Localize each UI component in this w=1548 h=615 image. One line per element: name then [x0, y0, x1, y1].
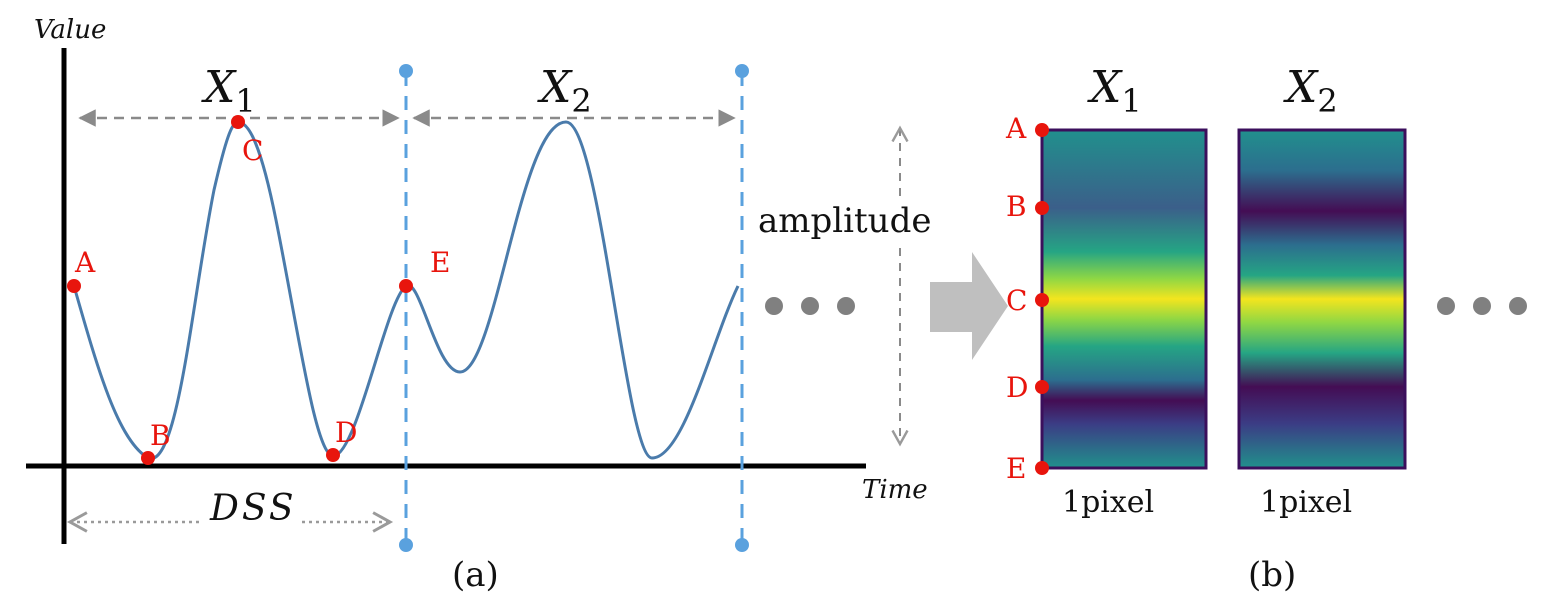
- point-d: [326, 448, 340, 462]
- row-marker-d: [1035, 380, 1049, 394]
- column-x1-image: [1040, 128, 1208, 470]
- panel-a: Value Time X1 X2 A B C D E DSS: [26, 15, 952, 595]
- point-d-label: D: [335, 416, 357, 449]
- row-label-b: B: [1006, 190, 1027, 223]
- x-axis-label: Time: [862, 475, 928, 505]
- point-b: [141, 451, 155, 465]
- row-marker-c: [1035, 293, 1049, 307]
- point-c-label: C: [242, 134, 263, 167]
- row-marker-b: [1035, 201, 1049, 215]
- column-x2-label: X2: [1283, 62, 1338, 120]
- panel-b: X1 X2 A B C D E 1pixel 1pixel (b): [1005, 62, 1527, 595]
- point-a: [67, 279, 81, 293]
- boundary-1-bottom-dot: [399, 538, 413, 552]
- row-label-a: A: [1005, 112, 1027, 145]
- boundary-2-top-dot: [735, 64, 749, 78]
- row-marker-e: [1035, 461, 1049, 475]
- boundary-2-bottom-dot: [735, 538, 749, 552]
- ellipsis-icon: [1437, 297, 1527, 315]
- segment-x1-label: X1: [201, 62, 256, 120]
- row-label-d: D: [1006, 371, 1028, 404]
- segment-x2-label: X2: [537, 62, 592, 120]
- dss-label: DSS: [209, 488, 297, 529]
- point-c: [231, 115, 245, 129]
- right-arrow-icon: [930, 252, 1008, 360]
- point-b-label: B: [150, 419, 171, 452]
- column-x2-image: [1237, 128, 1407, 470]
- amplitude-label-backdrop: [756, 198, 952, 244]
- row-marker-a: [1035, 123, 1049, 137]
- point-e-label: E: [430, 246, 450, 279]
- column-x1-width-label: 1pixel: [1062, 485, 1154, 520]
- panel-a-caption: (a): [452, 555, 499, 595]
- column-x1-label: X1: [1087, 62, 1142, 120]
- row-label-e: E: [1006, 452, 1026, 485]
- ellipsis-icon: [765, 297, 855, 315]
- row-label-c: C: [1006, 284, 1027, 317]
- y-axis-label: Value: [34, 15, 106, 45]
- boundary-1-top-dot: [399, 64, 413, 78]
- signal-curve: [72, 120, 740, 460]
- amplitude-label: amplitude: [758, 201, 931, 241]
- point-a-label: A: [74, 246, 96, 279]
- panel-b-caption: (b): [1248, 555, 1296, 595]
- column-x2-width-label: 1pixel: [1260, 485, 1352, 520]
- point-e: [399, 279, 413, 293]
